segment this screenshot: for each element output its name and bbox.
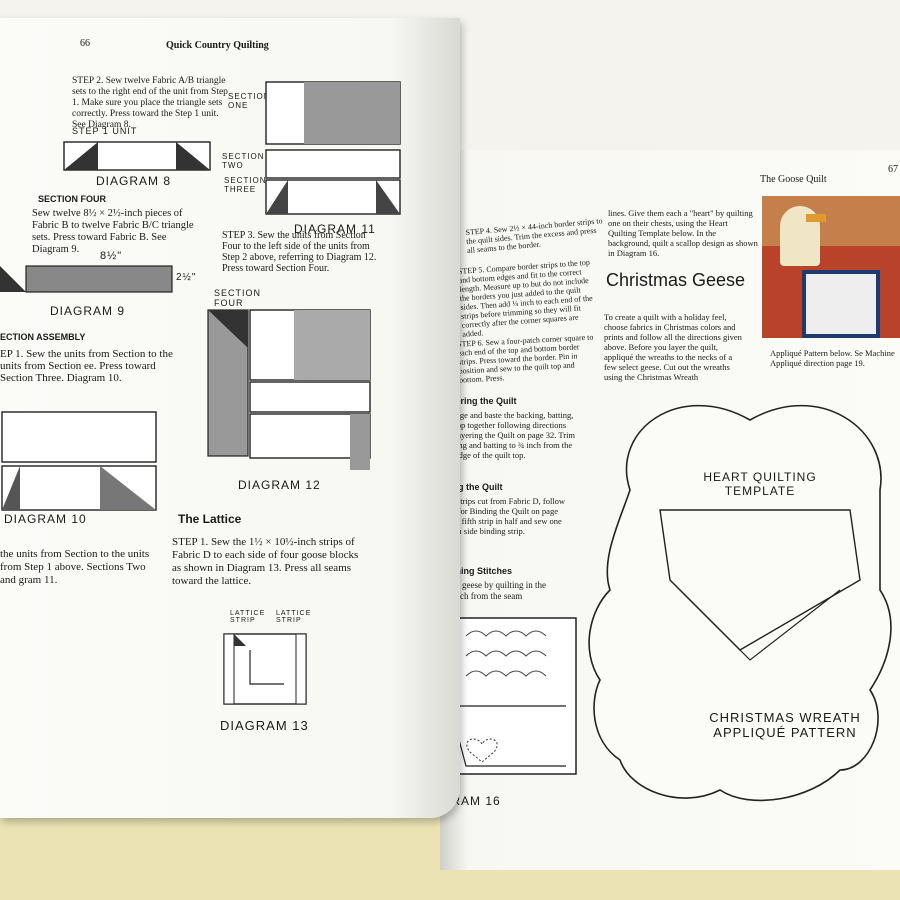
diagram-12 [207,309,371,470]
heart-template-label: HEART QUILTING TEMPLATE [703,470,817,498]
dim-label-height: 2½" [176,272,197,283]
christmas-geese-title: Christmas Geese [606,270,746,290]
layering-text: Arrange and baste the backing, batting, … [440,410,576,460]
section-two-label: SECTION TWO [222,152,265,170]
section-one-label: SECTION ONE [228,92,271,110]
page-number: 67 [888,164,898,175]
photo-caption: Appliqué Pattern below. Se Machine Appli… [770,348,895,368]
step5-text: STEP 5. Compare border strips to the top… [457,257,593,339]
binding-text: Using the strips cut from Fabric D, foll… [422,496,566,536]
quilt-photo [762,196,900,338]
running-head: The Goose Quilt [760,174,827,185]
binding-heading: Binding the Quilt [430,482,503,492]
step2-text: STEP 2. Sew twelve Fabric A/B triangle s… [72,76,228,130]
diagram-12-label: DIAGRAM 12 [238,478,321,492]
diagram-13 [223,633,307,705]
wreath-pattern [588,404,892,802]
section-four-text: Sew twelve 8½ × 2½-inch pieces of Fabric… [32,208,194,255]
diagram-11 [265,81,401,215]
lattice-strip-label-2: LATTICE STRIP [276,610,312,624]
diagram-13-label: DIAGRAM 13 [220,718,309,733]
step6-text: STEP 6. Sew a four-patch corner square t… [456,332,594,385]
christmas-text: To create a quilt with a holiday feel, c… [604,312,742,382]
diagram-9-label: DIAGRAM 9 [50,304,126,318]
section-three-label: SECTION THREE [224,176,267,194]
section-four-label: SECTION FOUR [214,288,262,308]
diagram-8 [63,141,211,171]
layering-heading: Layering the Quilt [440,396,517,406]
diagram-8-label: DIAGRAM 8 [96,174,172,188]
lattice-strip-label-1: LATTICE STRIP [230,610,266,624]
assembly-step1-text: EP 1. Sew the units from Section to the … [0,348,173,384]
dim-label-width: 8½" [100,250,123,262]
wreath-pattern-label: CHRISTMAS WREATH APPLIQUÉ PATTERN [709,710,861,740]
right-page: The Goose Quilt 67 STEP 4. Sew 2½ × 44-i… [397,150,900,870]
diagram-10 [1,411,157,511]
diagram-11-label: DIAGRAM 11 [294,222,376,236]
left-page: 66 Quick Country Quilting STEP 2. Sew tw… [0,18,460,818]
lattice-step1-text: STEP 1. Sew the 1½ × 10½-inch strips of … [172,536,359,587]
diagram-9 [0,265,173,293]
step3-text: STEP 3. Sew the units from Section Four … [222,230,377,274]
finishing-heading: The Finishing Stitches [416,566,513,576]
finishing-text: Outline your geese by quilting in the di… [414,580,546,601]
lattice-heading: The Lattice [178,512,242,526]
col2-top-text: lines. Give them each a "heart" by quilt… [608,208,758,258]
page-number: 66 [80,38,90,49]
section-assembly-heading: ECTION ASSEMBLY [0,332,86,342]
step4-text: STEP 4. Sew 2½ × 44-inch border strips t… [465,216,603,256]
diagram-10-label: DIAGRAM 10 [4,512,87,526]
step1-unit-label: STEP 1 UNIT [72,126,138,136]
assembly-step2-text: the units from Section to the units from… [0,548,150,586]
running-head: Quick Country Quilting [166,40,269,51]
section-four-heading: SECTION FOUR [38,194,107,204]
